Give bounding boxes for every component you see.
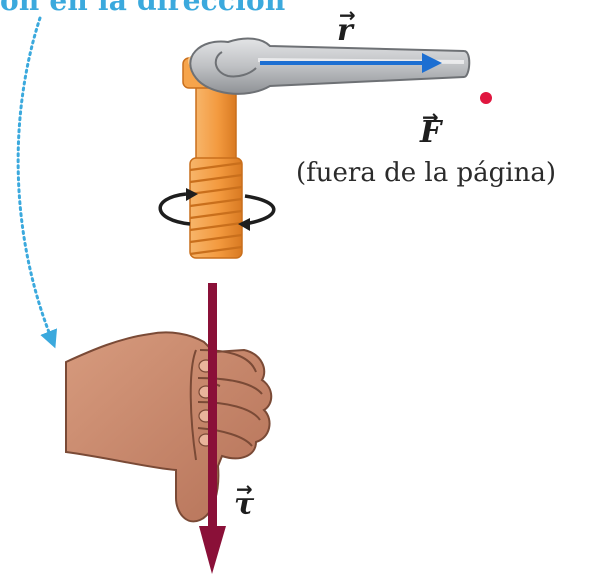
- f-vector-label: → F: [420, 118, 441, 148]
- wrench-icon: [190, 39, 469, 94]
- force-dot: [480, 92, 492, 104]
- r-vector-label: → r: [337, 16, 353, 46]
- f-direction-note: (fuera de la página): [296, 158, 556, 188]
- tau-vector-label: → τ: [234, 490, 254, 520]
- dotted-guide-arrow: [18, 18, 52, 340]
